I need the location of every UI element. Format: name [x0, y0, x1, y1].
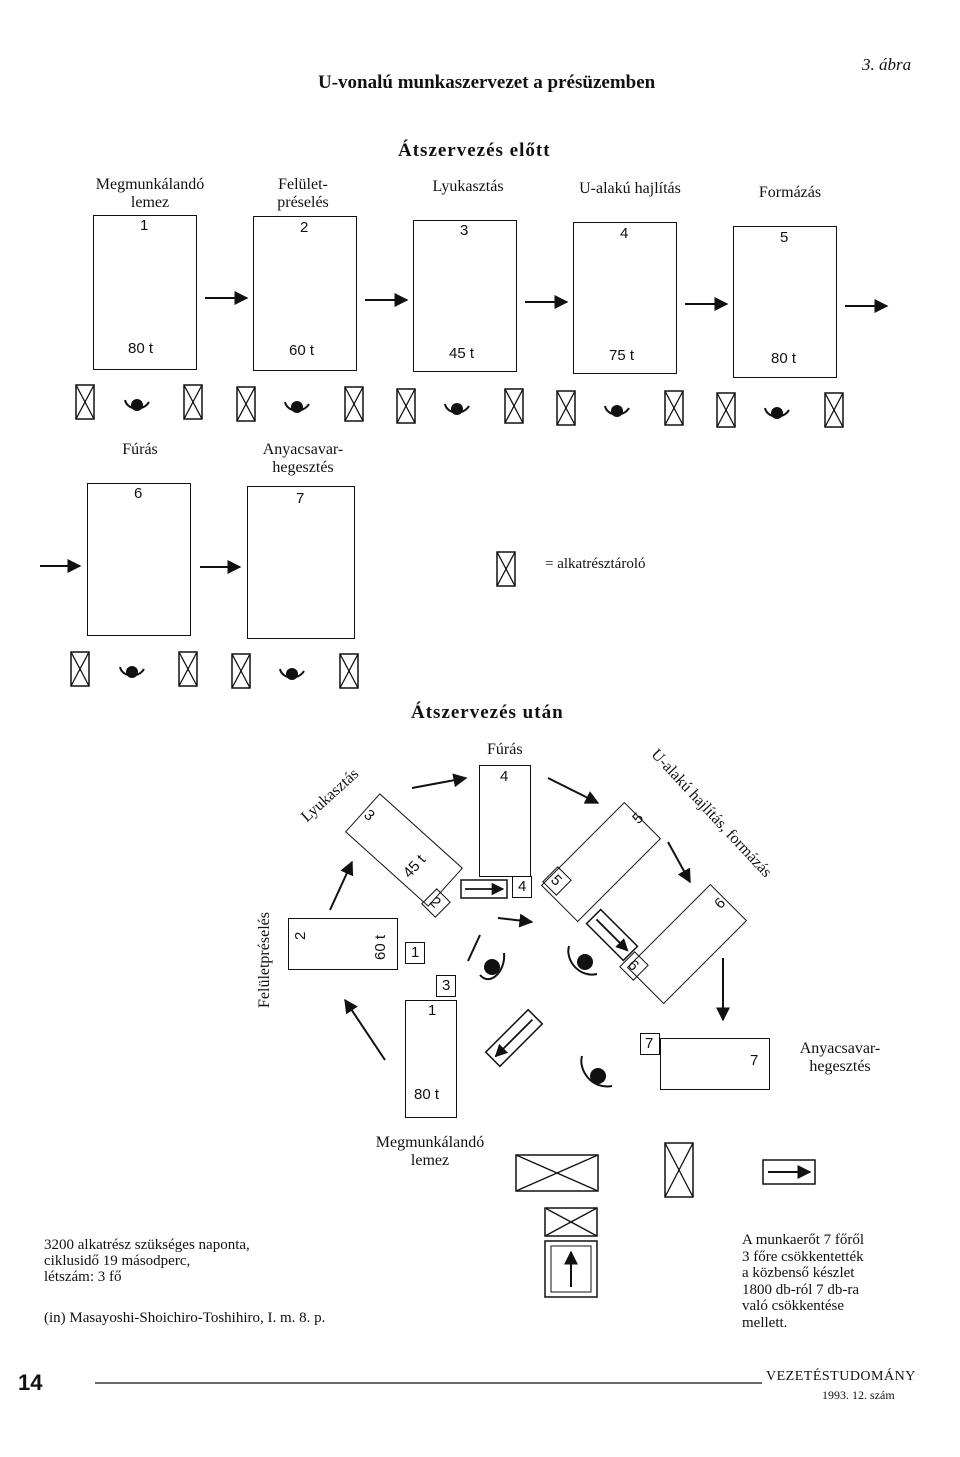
after-station-4-number: 4: [518, 878, 527, 895]
machine-5-box: [733, 226, 837, 378]
after-conveyors: [460, 879, 639, 1068]
machine-4-box: [573, 222, 677, 374]
machine-2-label: Felület-préselés: [277, 176, 329, 211]
machine-3-label: Lyukasztás: [432, 178, 504, 195]
after-furas-label: Fúrás: [487, 741, 523, 758]
after-machine-7-box: [660, 1038, 770, 1090]
after-machine-2-box: [288, 918, 398, 970]
machine-1-box: [93, 215, 197, 370]
after-machine-4-number: 4: [500, 768, 509, 785]
after-station-4: [512, 876, 532, 898]
note-right: A munkaerőt 7 főről 3 főre csökkentették…: [742, 1232, 865, 1331]
machine-3-number: 3: [460, 222, 469, 239]
machine-4-label: U-alakú hajlítás: [579, 180, 681, 197]
after-flow-arrows: [329, 773, 730, 1061]
machine-2-box: [253, 216, 357, 371]
journal-name: VEZETÉSTUDOMÁNY: [766, 1369, 916, 1384]
machine-7-label: Anyacsavar-hegesztés: [262, 441, 344, 476]
storage-legend-icon: [496, 551, 516, 587]
machine-7-number: 7: [296, 490, 305, 507]
machine-5-number: 5: [780, 229, 789, 246]
note-left: 3200 alkatrész szükséges naponta, ciklus…: [44, 1237, 250, 1285]
storage-legend-text: = alkatrésztároló: [545, 556, 646, 572]
after-station-1-number: 1: [411, 944, 420, 961]
machine-3-tonnage: 45 t: [449, 345, 475, 362]
machine-6-box: [87, 483, 191, 636]
machine-4-number: 4: [620, 225, 629, 242]
before-row2-operators: [119, 665, 305, 681]
after-anyacsavar-label: Anyacsavar-hegesztés: [799, 1040, 881, 1075]
figure-label: 3. ábra: [862, 55, 912, 74]
machine-5-label: Formázás: [758, 184, 822, 201]
machine-7-box: [247, 486, 355, 639]
machine-6-number: 6: [134, 485, 143, 502]
page-number: 14: [18, 1370, 43, 1395]
after-station-3-number: 3: [442, 977, 451, 994]
machine-4-tonnage: 75 t: [609, 347, 635, 364]
after-machine-1-tonnage: 80 t: [414, 1086, 440, 1103]
after-machine-7-number: 7: [750, 1052, 759, 1069]
legend-symbols: [515, 1142, 816, 1298]
after-machine-1-box: [405, 1000, 457, 1118]
before-row1-arrows: [205, 291, 889, 313]
before-row2-storage: [70, 651, 359, 689]
after-machine-4-box: [479, 765, 531, 877]
machine-1-number: 1: [140, 217, 149, 234]
after-station-3: [436, 975, 456, 997]
after-station-1: [405, 942, 425, 964]
machine-2-tonnage: 60 t: [289, 342, 315, 359]
after-station-7-number: 7: [645, 1035, 654, 1052]
page-title: U-vonalú munkaszervezet a présüzemben: [318, 72, 656, 93]
before-row2-arrows: [40, 559, 242, 574]
machine-6-label: Fúrás: [122, 441, 158, 458]
after-station-7: [640, 1033, 660, 1055]
machine-5-tonnage: 80 t: [771, 350, 797, 367]
after-heading: Átszervezés után: [411, 702, 564, 723]
machine-3-box: [413, 220, 517, 372]
after-machine-1-number: 1: [428, 1002, 437, 1019]
after-operators: [467, 934, 613, 1088]
machine-2-number: 2: [300, 219, 309, 236]
before-heading: Átszervezés előtt: [398, 140, 551, 161]
before-row1-operators: [124, 398, 790, 420]
journal-issue: 1993. 12. szám: [822, 1388, 895, 1402]
machine-1-tonnage: 80 t: [128, 340, 154, 357]
source-citation: (in) Masayoshi-Shoichiro-Toshihiro, I. m…: [44, 1310, 326, 1326]
